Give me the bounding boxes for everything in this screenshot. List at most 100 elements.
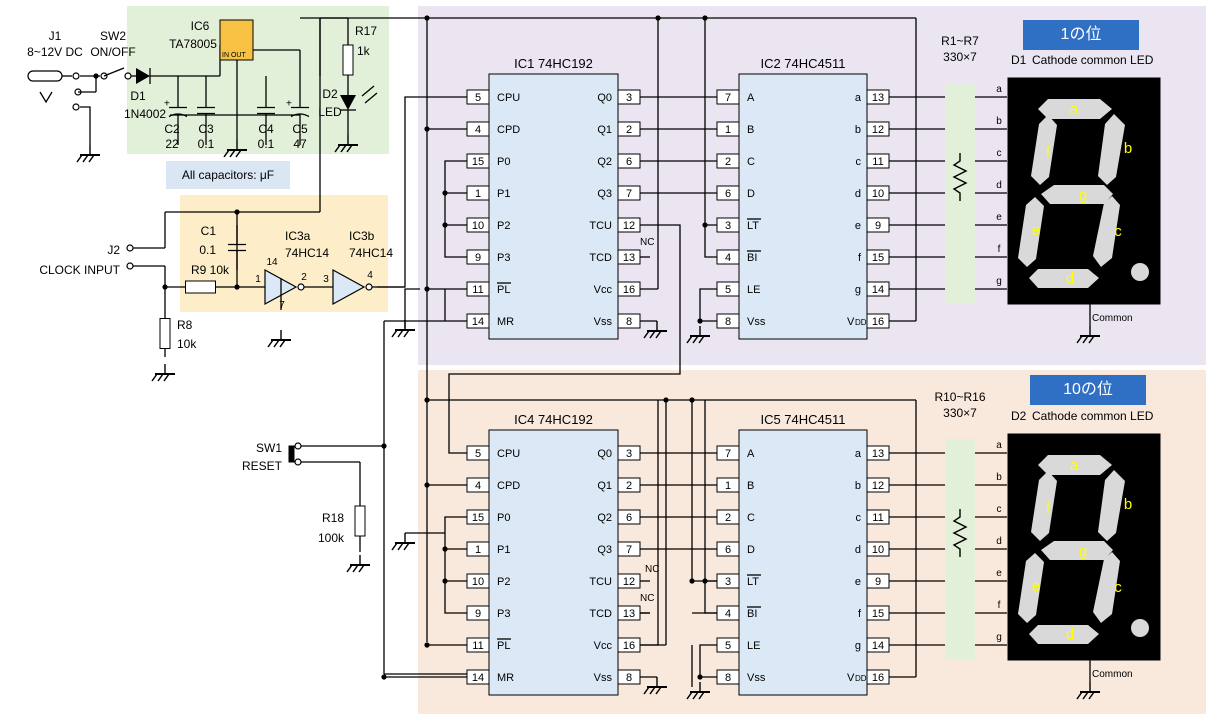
- junction-dot: [424, 397, 430, 403]
- segment-letter: g: [1079, 543, 1087, 560]
- pin-number: 8: [626, 316, 632, 328]
- junction-dot: [697, 674, 703, 680]
- switch-lever: [103, 67, 125, 77]
- terminal: [72, 72, 80, 80]
- pin-name: PL: [497, 640, 510, 652]
- junction-dot: [689, 578, 695, 584]
- pin-name: Vcc: [594, 284, 613, 296]
- pin-number: 5: [725, 640, 731, 652]
- segment-wire-label: d: [996, 536, 1002, 547]
- junction-dot: [442, 546, 448, 552]
- segment-letter: f: [1046, 144, 1051, 161]
- segment-wire-label: c: [997, 504, 1002, 515]
- junction-dot: [424, 126, 430, 132]
- nc-label: NC: [640, 237, 654, 248]
- pin-name: P0: [497, 512, 510, 524]
- jack-pin: [39, 91, 53, 104]
- r9: [185, 280, 216, 294]
- pin-name: BI: [747, 608, 757, 620]
- pin-number: 6: [725, 544, 731, 556]
- pin-name: a: [855, 448, 862, 460]
- r8-val: 10k: [177, 337, 197, 351]
- j2-desc: CLOCK INPUT: [39, 263, 120, 277]
- pin-number: 10: [872, 188, 884, 200]
- junction-dot: [442, 578, 448, 584]
- pin-name: Q1: [597, 480, 612, 492]
- sw1-label: SW1: [256, 441, 282, 455]
- pin-number: 6: [626, 512, 632, 524]
- pin-number: 11: [472, 284, 483, 296]
- ground-symbol: [76, 145, 100, 163]
- pin-name: c: [856, 156, 862, 168]
- decoder-chip-0-title: IC2 74HC4511: [760, 56, 845, 71]
- pin-number: 7: [725, 448, 731, 460]
- pin-number: 5: [475, 92, 481, 104]
- pin-number: 4: [725, 252, 731, 264]
- pushbutton: [288, 445, 295, 463]
- pin-number: 11: [872, 512, 883, 524]
- pin-number: 7: [626, 188, 632, 200]
- pin-number: 11: [872, 156, 883, 168]
- pin-name: P3: [497, 252, 510, 264]
- pin-name: d: [855, 544, 861, 556]
- segment-f: [1031, 115, 1057, 185]
- junction-dot: [424, 482, 430, 488]
- pin-number: 9: [475, 608, 481, 620]
- common-label: Common: [1092, 669, 1133, 680]
- pin-number: 6: [725, 188, 731, 200]
- r17-label: R17: [355, 24, 377, 38]
- pin-name: B: [747, 480, 754, 492]
- segment-wire-label: c: [997, 148, 1002, 159]
- junction-dot: [424, 15, 430, 21]
- resistor-label: R10~R16: [934, 390, 985, 404]
- c1-label: C1: [201, 224, 217, 238]
- pin-number: 13: [623, 252, 635, 264]
- pin-number: 5: [725, 284, 731, 296]
- ground-symbol: [643, 321, 667, 339]
- pin-name: f: [858, 252, 862, 264]
- pin-number: 14: [872, 640, 884, 652]
- pin-name: a: [855, 92, 862, 104]
- d2-label: D2: [322, 87, 338, 101]
- segment-letter: a: [1070, 101, 1079, 118]
- pin-name: Q0: [597, 92, 612, 104]
- pin-name: A: [747, 448, 755, 460]
- pin-name: V: [847, 316, 855, 328]
- pin-name: b: [855, 480, 861, 492]
- power-supply-zone: [127, 6, 389, 154]
- pin-number: 1: [725, 124, 731, 136]
- pin-number: 11: [472, 640, 483, 652]
- ic3a-part: 74HC14: [285, 246, 329, 260]
- pin-name: Vss: [747, 672, 766, 684]
- pin-name: LE: [747, 284, 760, 296]
- pin-name: TCD: [589, 252, 612, 264]
- ic6-label: IC6: [191, 19, 210, 33]
- nc-label: NC: [640, 593, 654, 604]
- pin-number: 16: [623, 640, 635, 652]
- regulator-ic6: [219, 19, 254, 61]
- pin-num: 3: [323, 274, 329, 285]
- pin-name: Vss: [594, 316, 613, 328]
- segment-wire-label: e: [996, 212, 1002, 223]
- ic6-part: TA78005: [169, 37, 217, 51]
- resistor-value: 330×7: [943, 406, 977, 420]
- d2-type: LED: [318, 105, 342, 119]
- pin-number: 3: [725, 220, 731, 232]
- pin-name: f: [858, 608, 862, 620]
- pin-name: c: [856, 512, 862, 524]
- pin-number: 7: [626, 544, 632, 556]
- pin-number: 13: [872, 92, 884, 104]
- ground-symbol: [346, 555, 370, 573]
- common-label: Common: [1092, 313, 1133, 324]
- pin-number: 15: [472, 512, 484, 524]
- lt-bi-wire: [704, 224, 717, 258]
- ground-symbol: [1076, 682, 1100, 700]
- pin-name: b: [855, 124, 861, 136]
- junction-dot: [93, 73, 99, 79]
- pin-name: LT: [747, 576, 759, 588]
- pin-number: 12: [623, 220, 635, 232]
- pin-number: 13: [872, 448, 884, 460]
- r18-label: R18: [322, 511, 344, 525]
